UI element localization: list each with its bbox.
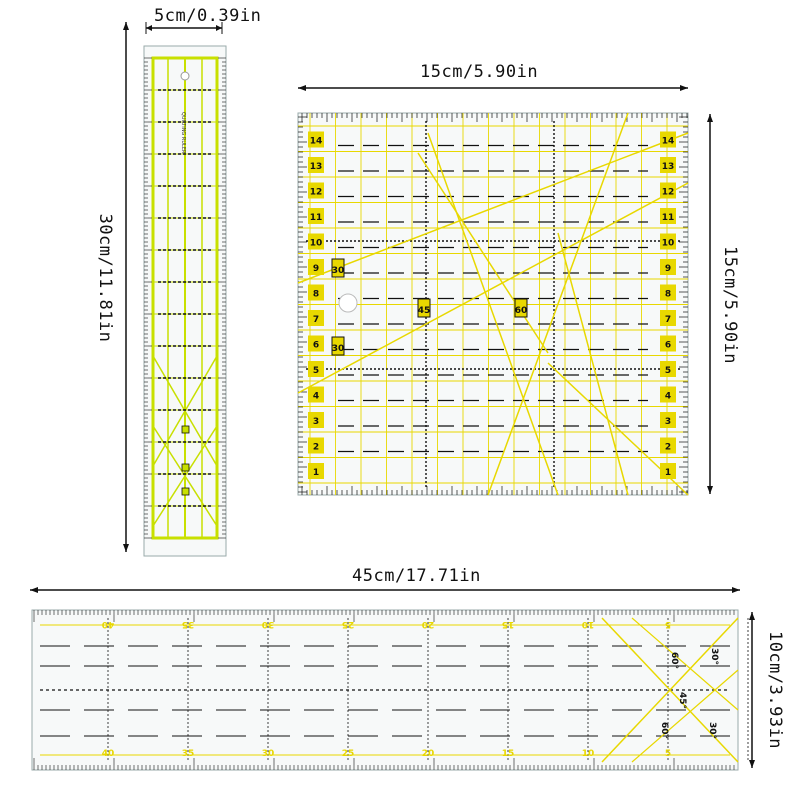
- small-ruler-brand: QUILTING RULER: [180, 112, 186, 154]
- square-ruler-number-L-8: 8: [313, 290, 319, 300]
- square-ruler-box-R-1: [660, 463, 676, 479]
- long-ruler-number-bottom-10: 10: [582, 749, 595, 759]
- square-ruler-box-R-2: [660, 437, 676, 454]
- square-ruler-number-R-13: 13: [662, 162, 675, 172]
- square-ruler-number-L-9: 9: [313, 264, 319, 274]
- square-ruler-number-L-14: 14: [310, 137, 323, 147]
- square-ruler-number-R-4: 4: [665, 392, 671, 402]
- long-angle-45: 45°: [677, 692, 687, 709]
- square-ruler-number-R-5: 5: [665, 366, 671, 376]
- long-ruler-number-top-35: 35: [182, 619, 195, 629]
- small-ruler: QUILTING RULER: [143, 45, 227, 557]
- long-ruler-number-top-30: 30: [262, 619, 275, 629]
- square-ruler-box-L-9: [308, 259, 324, 275]
- square-ruler-number-R-9: 9: [665, 264, 671, 274]
- long-angle-60-top: 60°: [669, 652, 679, 669]
- square-ruler-number-R-1: 1: [665, 468, 671, 478]
- long-ruler-number-bottom-25: 25: [342, 749, 355, 759]
- square-ruler-box-L-1: [308, 463, 324, 479]
- long-angle-60-bottom: 60°: [659, 722, 669, 739]
- square-ruler-box-R-13: [660, 157, 676, 173]
- long-ruler-number-bottom-35: 35: [182, 749, 195, 759]
- long-ruler-height-label: 10cm/3.93in: [765, 630, 785, 750]
- long-ruler-number-top-20: 20: [422, 619, 435, 629]
- square-ruler-number-L-10: 10: [310, 239, 323, 249]
- square-ruler-box-R-6: [660, 335, 676, 352]
- long-angle-30-bottom: 30°: [707, 722, 717, 739]
- long-ruler-number-bottom-15: 15: [502, 749, 515, 759]
- square-ruler-number-L-7: 7: [313, 315, 319, 325]
- square-ruler-box-L-4: [308, 386, 324, 403]
- square-ruler-box-R-11: [660, 208, 676, 224]
- square-ruler-box-R-14: [660, 131, 676, 148]
- small-ruler-height-label: 30cm/11.81in: [95, 213, 115, 343]
- square-ruler-box-R-7: [660, 310, 676, 326]
- long-ruler-number-bottom-5: 5: [665, 749, 671, 759]
- square-ruler-number-R-2: 2: [665, 443, 671, 453]
- square-ruler-number-L-5: 5: [313, 366, 319, 376]
- square-ruler-box-L-10: [308, 233, 324, 250]
- long-ruler-number-top-15: 15: [502, 619, 515, 629]
- square-ruler-number-R-7: 7: [665, 315, 671, 325]
- square-ruler-number-L-6: 6: [313, 341, 319, 351]
- long-ruler-number-bottom-40: 40: [102, 749, 115, 759]
- long-ruler-number-top-25: 25: [342, 619, 355, 629]
- angle-30-top: 30: [332, 266, 345, 276]
- square-ruler-width-label: 15cm/5.90in: [420, 62, 539, 82]
- square-ruler-number-R-12: 12: [662, 188, 675, 198]
- square-ruler-number-L-11: 11: [310, 213, 323, 223]
- square-ruler-box-R-8: [660, 284, 676, 301]
- square-ruler-number-L-12: 12: [310, 188, 323, 198]
- square-ruler-height-label: 15cm/5.90in: [720, 245, 740, 365]
- square-ruler-box-L-13: [308, 157, 324, 173]
- long-ruler: 40 40 35 35 30 30 25 25 20 20 15 15 10 10 5 5 45° 60° 3…: [31, 609, 749, 771]
- square-ruler-box-L-6: [308, 335, 324, 352]
- long-ruler-number-top-5: 5: [665, 619, 671, 629]
- square-ruler-box-L-5: [308, 361, 324, 377]
- square-ruler-number-R-14: 14: [662, 137, 675, 147]
- square-ruler-box-L-8: [308, 284, 324, 301]
- square-ruler-box-R-5: [660, 361, 676, 377]
- square-ruler-number-R-3: 3: [665, 417, 671, 427]
- square-ruler-number-L-1: 1: [313, 468, 319, 478]
- square-ruler-box-L-14: [308, 131, 324, 148]
- square-ruler-box-R-4: [660, 386, 676, 403]
- square-ruler-box-L-11: [308, 208, 324, 224]
- long-ruler-number-top-40: 40: [102, 619, 115, 629]
- square-ruler-box-L-12: [308, 182, 324, 199]
- square-ruler-box-R-9: [660, 259, 676, 275]
- long-ruler-number-top-10: 10: [582, 619, 595, 629]
- square-ruler-number-R-8: 8: [665, 290, 671, 300]
- angle-60: 60: [515, 306, 528, 316]
- square-ruler-number-L-3: 3: [313, 417, 319, 427]
- square-ruler-box-R-12: [660, 182, 676, 199]
- angle-30-bottom: 30: [332, 344, 345, 354]
- small-ruler-width-label: 5cm/0.39in: [154, 6, 262, 26]
- square-ruler-number-R-11: 11: [662, 213, 675, 223]
- angle-45: 45: [418, 306, 431, 316]
- square-ruler-box-L-3: [308, 412, 324, 428]
- square-ruler-number-L-13: 13: [310, 162, 323, 172]
- square-ruler-box-R-3: [660, 412, 676, 428]
- square-ruler-box-L-7: [308, 310, 324, 326]
- long-ruler-number-bottom-20: 20: [422, 749, 435, 759]
- long-ruler-number-bottom-30: 30: [262, 749, 275, 759]
- long-ruler-width-label: 45cm/17.71in: [352, 566, 481, 586]
- square-ruler-number-L-4: 4: [313, 392, 319, 402]
- square-ruler-box-L-2: [308, 437, 324, 454]
- square-ruler-number-R-10: 10: [662, 239, 675, 249]
- square-ruler-number-R-6: 6: [665, 341, 671, 351]
- square-ruler-box-R-10: [660, 233, 676, 250]
- square-ruler-number-L-2: 2: [313, 443, 319, 453]
- long-angle-30-top: 30°: [709, 648, 719, 665]
